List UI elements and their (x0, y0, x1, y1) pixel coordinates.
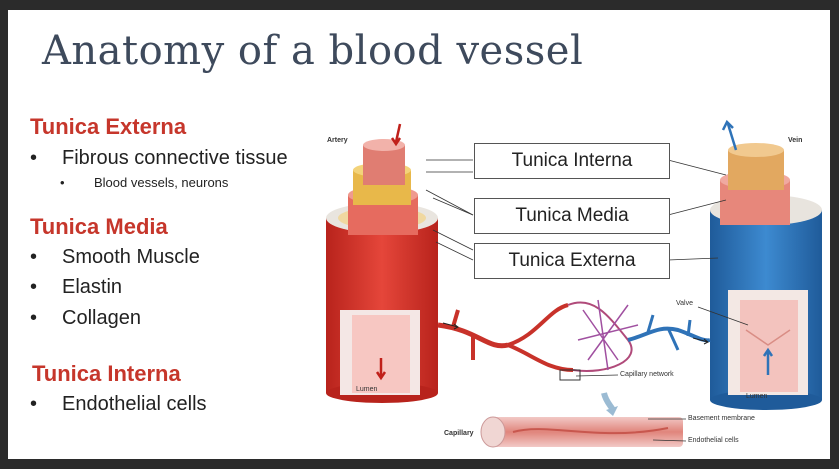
capillary-network (437, 299, 711, 381)
bullet-endothelial: •Endothelial cells (30, 393, 207, 415)
label-capillary-network: Capillary network (620, 371, 674, 378)
bullet-fibrous: •Fibrous connective tissue (30, 147, 288, 169)
label-lumen-vein: Lumen (746, 393, 768, 400)
label-vein: Vein (788, 137, 803, 144)
blood-vessel-figure: Tunica Interna Tunica Media Tunica Exter… (308, 110, 830, 459)
heading-tunica-externa: Tunica Externa (30, 114, 187, 139)
slide-title: Anatomy of a blood vessel (42, 28, 584, 74)
capillary-cross-section (480, 392, 683, 448)
label-valve: Valve (676, 300, 693, 307)
bullet-collagen: •Collagen (30, 307, 141, 329)
artery-illustration (326, 123, 438, 403)
label-artery: Artery (327, 137, 348, 144)
heading-tunica-interna: Tunica Interna (32, 361, 181, 386)
label-lumen-artery: Lumen (356, 386, 378, 393)
label-basement-membrane: Basement membrane (688, 415, 755, 422)
bullet-smooth-muscle: •Smooth Muscle (30, 246, 200, 268)
label-endothelial-cells: Endothelial cells (688, 437, 739, 444)
label-box-tunica-media: Tunica Media (474, 198, 670, 234)
leader-lines (425, 159, 749, 442)
vein-illustration (710, 119, 822, 410)
slide: Anatomy of a blood vessel Tunica Externa… (8, 10, 830, 459)
heading-tunica-media: Tunica Media (30, 214, 168, 239)
label-box-tunica-interna: Tunica Interna (474, 143, 670, 179)
label-box-tunica-externa: Tunica Externa (474, 243, 670, 279)
vessel-illustration (326, 119, 822, 448)
bullet-elastin: •Elastin (30, 276, 123, 298)
subbullet-blood-vessels: •Blood vessels, neurons (60, 175, 229, 190)
label-capillary: Capillary (444, 430, 474, 437)
